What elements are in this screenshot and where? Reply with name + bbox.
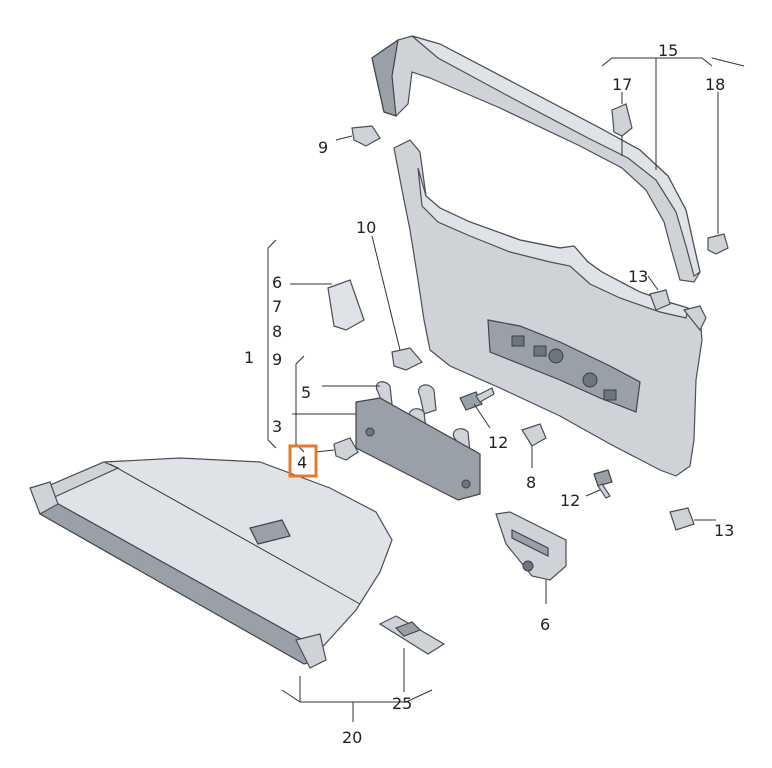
callout-3: 3 — [272, 417, 282, 436]
part-8-clip — [521, 423, 547, 468]
callout-8-lower: 8 — [526, 473, 536, 492]
part-12-screw-lower — [585, 469, 613, 499]
part-9-clip — [335, 125, 381, 147]
part-13-nut-lower — [669, 507, 716, 531]
callout-18: 18 — [705, 75, 725, 94]
tailgate-trim-panel — [359, 139, 707, 477]
callout-8-left: 8 — [272, 322, 282, 341]
callout-4: 4 — [297, 453, 307, 472]
callout-13-upper: 13 — [628, 267, 648, 286]
part-10-clip — [371, 235, 423, 371]
upper-trim-panel — [371, 35, 701, 283]
part-6-cover — [290, 279, 365, 331]
part-13-nut-upper — [647, 275, 671, 311]
part-17-bracket — [611, 92, 633, 156]
part-25-slider — [378, 615, 446, 692]
callout-12-lower: 12 — [560, 491, 580, 510]
bracket-lines — [267, 57, 745, 722]
callout-12-upper: 12 — [488, 433, 508, 452]
part-12-screw-upper — [459, 387, 495, 429]
callout-6-left: 6 — [272, 273, 282, 292]
callout-6-lower: 6 — [540, 615, 550, 634]
callout-20: 20 — [342, 728, 362, 747]
callout-5: 5 — [301, 383, 311, 402]
callout-9-top: 9 — [318, 138, 328, 157]
part-20-luggage-cover — [29, 457, 393, 669]
part-6-lock-bracket — [495, 511, 567, 604]
callout-10: 10 — [356, 218, 376, 237]
callout-25: 25 — [392, 694, 412, 713]
part-4-clip — [315, 437, 359, 461]
callout-7: 7 — [272, 297, 282, 316]
highlight-box — [288, 444, 318, 478]
part-18-clip — [707, 92, 729, 255]
callout-17: 17 — [612, 75, 632, 94]
callout-9-left: 9 — [272, 350, 282, 369]
callout-13-lower: 13 — [714, 521, 734, 540]
callout-15: 15 — [658, 41, 678, 60]
callout-1: 1 — [244, 348, 254, 367]
